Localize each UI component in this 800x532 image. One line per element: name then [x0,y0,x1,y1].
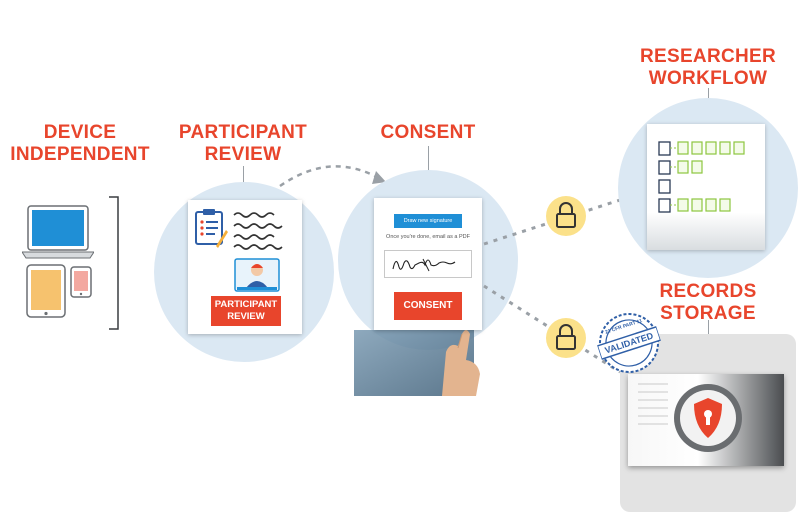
signature-scribble [392,258,456,272]
participant-review-button[interactable]: PARTICIPANT REVIEW [211,296,281,326]
consent-button[interactable]: CONSENT [394,292,462,320]
tablet-icon [26,264,66,318]
clipboard-icon [195,209,228,248]
device-bracket [108,196,120,330]
text-scribbles [233,212,283,250]
heading-researcher-workflow: RESEARCHER WORKFLOW [618,46,798,90]
heading-researcher-line1: RESEARCHER [639,46,777,67]
heading-records-line2: STORAGE [660,303,756,324]
stamp-ring-icon [596,313,662,373]
lock-upper [546,196,586,236]
heading-records-storage: RECORDS STORAGE [618,281,798,325]
heading-consent: CONSENT [380,122,476,143]
signature-box [384,250,472,278]
draw-signature-button[interactable]: Draw new signature [394,214,462,228]
email-note: Once you're done, email as a PDF [386,234,470,240]
heading-participant-line1: PARTICIPANT [178,122,308,143]
lock-icon [556,202,576,228]
phone-icon [70,266,92,298]
participant-review-button-line2: REVIEW [227,311,265,322]
lock-lower [546,318,586,358]
heading-participant-review: PARTICIPANT REVIEW [163,122,323,166]
participant-review-card: PARTICIPANT REVIEW [188,200,302,334]
participant-review-button-line1: PARTICIPANT [214,299,278,310]
vault-shield-icon [638,383,742,452]
consent-card: Draw new signature Once you're done, ema… [374,198,482,330]
flow-arrow [279,165,386,188]
heading-participant-line2: REVIEW [204,144,282,165]
heading-device-line1: DEVICE [43,122,117,143]
video-player-icon [234,258,280,292]
hand-image [354,312,494,396]
storage-box [628,374,784,466]
heading-records-line1: RECORDS [659,281,757,302]
workflow-sheet [647,124,765,250]
heading-device-line2: INDEPENDENT [10,144,150,165]
validated-stamp: 21 CFR PART 11 VALIDATED [590,304,668,382]
lock-icon [556,324,576,350]
heading-device-independent: DEVICE INDEPENDENT [0,122,160,166]
workflow-documents [658,141,745,213]
laptop-icon [21,204,95,260]
heading-researcher-line2: WORKFLOW [648,68,768,89]
